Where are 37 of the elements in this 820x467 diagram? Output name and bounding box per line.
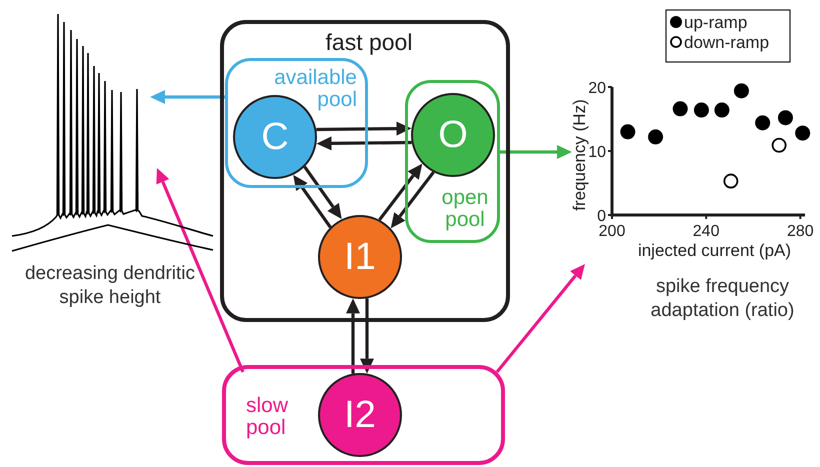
pool-label: slow pool bbox=[246, 395, 290, 440]
legend-label: up-ramp bbox=[684, 13, 748, 32]
arrow bbox=[156, 168, 244, 373]
pool-label: available pool bbox=[273, 67, 357, 112]
state-label: O bbox=[438, 116, 468, 154]
arrow bbox=[496, 264, 585, 374]
axis-title: injected current (pA) bbox=[638, 241, 792, 260]
pool-label: open pool bbox=[440, 187, 490, 232]
node-label: spike frequency adaptation (ratio) bbox=[650, 275, 796, 322]
arrow bbox=[378, 164, 422, 221]
node-label: decreasing dendritic spike height bbox=[24, 262, 196, 310]
arrow bbox=[316, 136, 412, 150]
tick-label: 0 bbox=[597, 208, 606, 225]
arrow bbox=[390, 171, 435, 228]
pool-box bbox=[225, 58, 368, 188]
axis-title: frequency (Hz) bbox=[570, 99, 589, 211]
state-label: I2 bbox=[344, 396, 376, 434]
state-label: C bbox=[261, 118, 289, 156]
tick-label: 240 bbox=[692, 223, 720, 240]
arrow bbox=[346, 298, 360, 374]
pool-label: fast pool bbox=[324, 30, 414, 54]
tick-label: 200 bbox=[598, 223, 626, 240]
arrow bbox=[500, 145, 572, 159]
arrow bbox=[303, 166, 342, 220]
arrow bbox=[293, 174, 332, 228]
pool-box bbox=[222, 365, 505, 465]
arrow bbox=[316, 122, 412, 136]
pool-box bbox=[405, 80, 500, 243]
pool-box bbox=[220, 20, 510, 322]
tick-label: 20 bbox=[588, 80, 606, 97]
legend-label: down-ramp bbox=[684, 33, 770, 52]
arrow bbox=[150, 90, 225, 104]
tick-label: 280 bbox=[786, 223, 814, 240]
state-label: I1 bbox=[344, 238, 376, 276]
tick-label: 10 bbox=[588, 144, 606, 161]
state-circle bbox=[411, 93, 495, 177]
arrow bbox=[360, 298, 374, 374]
